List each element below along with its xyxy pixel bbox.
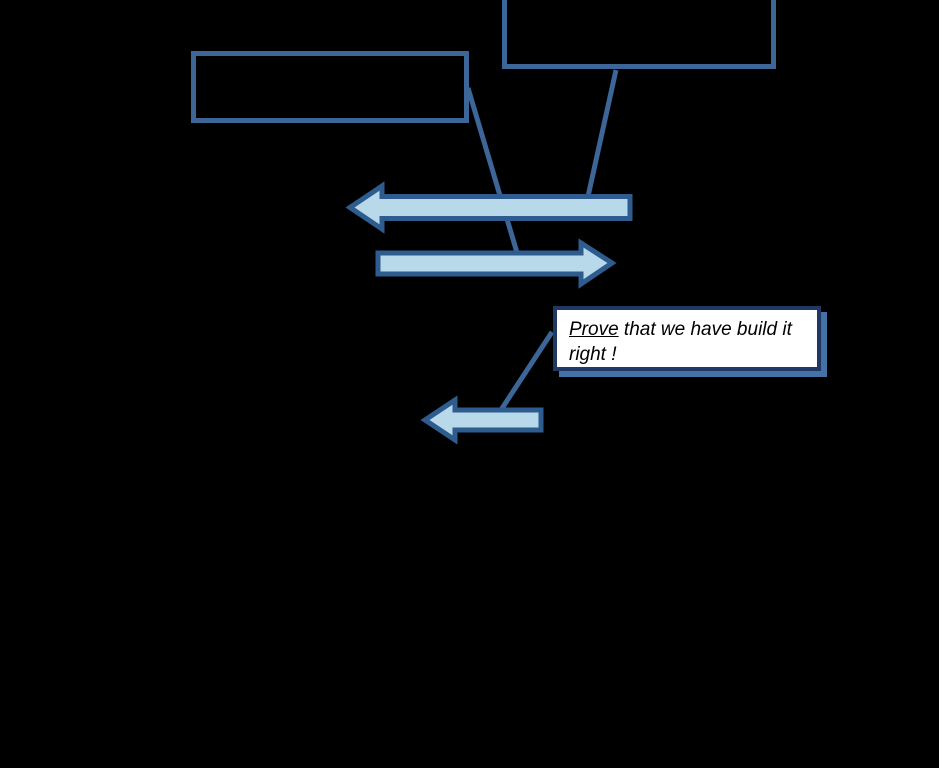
leader-line-top-right-box-to-left-arrow bbox=[582, 69, 619, 211]
right-pointing-arrow[interactable] bbox=[375, 238, 617, 289]
empty-rectangle-left[interactable] bbox=[191, 51, 469, 123]
leader-line-left-box-to-right-arrow bbox=[465, 87, 521, 257]
prove-callout[interactable]: Prove that we have build it right ! bbox=[553, 306, 821, 371]
left-pointing-arrow-lower[interactable] bbox=[420, 395, 544, 445]
left-pointing-arrow-upper[interactable] bbox=[345, 181, 633, 234]
leader-line-callout-to-lower-arrow bbox=[494, 330, 555, 418]
prove-callout-rest: that we have build it right ! bbox=[569, 319, 798, 365]
prove-callout-text: Prove that we have build it right ! bbox=[569, 317, 808, 367]
prove-callout-emphasis: Prove bbox=[569, 319, 619, 340]
empty-rectangle-top-right[interactable] bbox=[502, 0, 776, 69]
